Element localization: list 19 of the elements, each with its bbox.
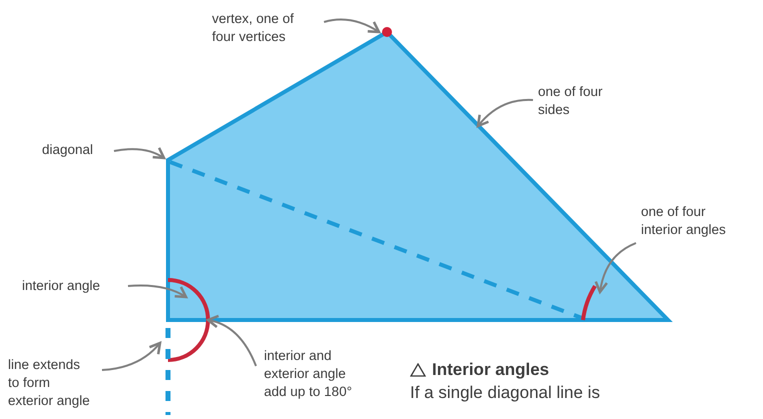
callout-text: interior angle [22,277,122,295]
section-heading: Interior angles [432,360,550,380]
callout-text: one of four interior angles [641,203,741,239]
callout-text: vertex, one of four vertices [212,10,316,46]
angle-arc [581,285,597,320]
callout-text: diagonal [42,141,102,159]
leader-line [114,146,166,160]
body-text: If a single diagonal line is [410,382,600,404]
leader-line [324,18,380,34]
extension-line [166,328,170,415]
callout-text: interior and exterior angle add up to 180° [264,347,368,401]
angle-arc [168,278,210,362]
leader-line [206,315,257,366]
leader-line [594,242,636,294]
callout-text: one of four sides [538,83,614,119]
leader-line [102,342,162,371]
callout-text: line extends to form exterior angle [8,356,94,410]
leader-line [476,98,534,128]
leader-line [128,284,188,298]
